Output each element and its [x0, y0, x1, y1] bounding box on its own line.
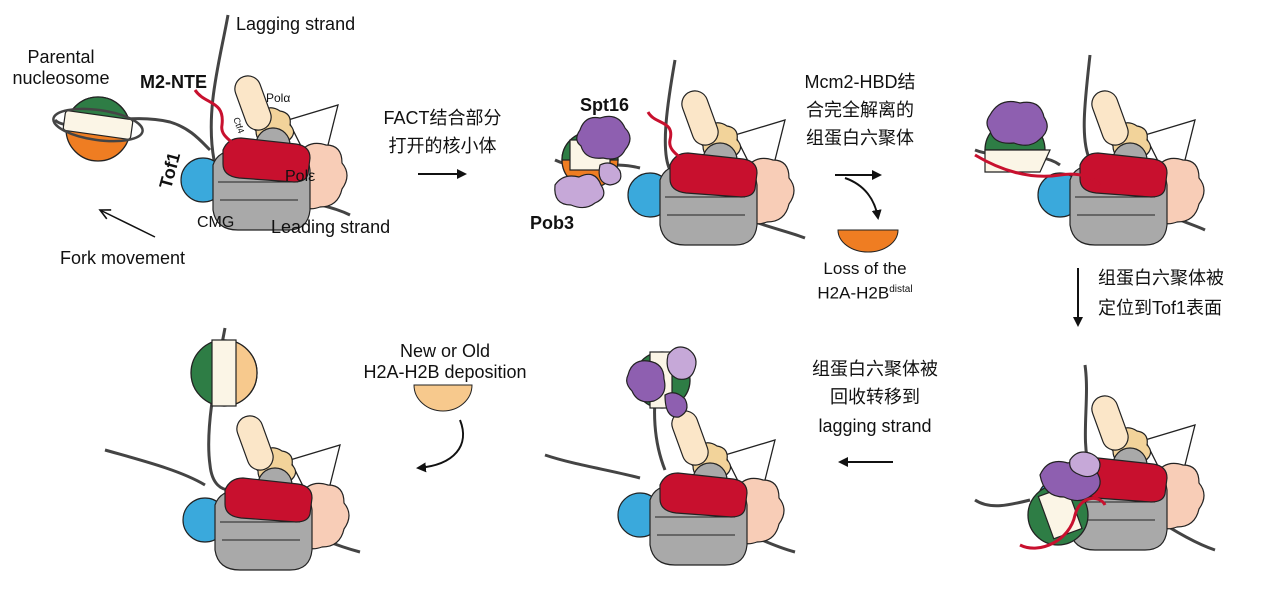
parental-label-1: Parental — [27, 47, 95, 67]
step5-line2: H2A-H2B deposition — [363, 362, 527, 382]
loss-label-2: H2A-H2Bdistal — [817, 283, 913, 303]
panel-3-replisome — [974, 54, 1206, 246]
step1-line1: FACT结合部分 — [383, 108, 502, 128]
panel-2-replisome — [554, 59, 806, 246]
leading-strand-label: Leading strand — [271, 217, 391, 237]
panel-6-replisome — [104, 327, 361, 571]
h2a-h2b-deposition-halfdisc — [413, 384, 473, 412]
pob3-label: Pob3 — [530, 213, 575, 233]
step2-line1: Mcm2-HBD结 — [804, 72, 916, 92]
step4-line3: lagging strand — [818, 416, 932, 436]
step2-line3: 组蛋白六聚体 — [806, 128, 914, 148]
step1-line2: 打开的核小体 — [388, 136, 497, 156]
cmg-label: CMG — [197, 214, 235, 231]
parental-label-2: nucleosome — [12, 68, 110, 88]
step3-line2: 定位到Tof1表面 — [1098, 298, 1223, 318]
step5-arrow — [416, 419, 465, 473]
step2-line2: 合完全解离的 — [806, 100, 914, 120]
pole-label: Polε — [285, 168, 316, 185]
step3-line1: 组蛋白六聚体被 — [1098, 268, 1224, 288]
step4-line2: 回收转移到 — [830, 387, 920, 407]
spt16-label: Spt16 — [580, 95, 630, 115]
fork-movement-label: Fork movement — [60, 248, 186, 268]
parental-nucleosome — [52, 96, 144, 162]
fork-movement-arrow — [98, 209, 156, 238]
step2-branch-arrow — [844, 177, 882, 220]
step5-line1: New or Old — [399, 341, 491, 361]
loss-label-1: Loss of the — [823, 259, 907, 278]
m2nte-label: M2-NTE — [140, 72, 207, 92]
lagging-strand-label: Lagging strand — [236, 14, 356, 34]
step4-line1: 组蛋白六聚体被 — [812, 359, 938, 379]
panel-5-replisome — [544, 346, 796, 566]
h2a-h2b-distal-halfdisc — [837, 229, 899, 253]
panel-4-replisome — [974, 364, 1216, 552]
pola-label: Polα — [266, 91, 291, 105]
